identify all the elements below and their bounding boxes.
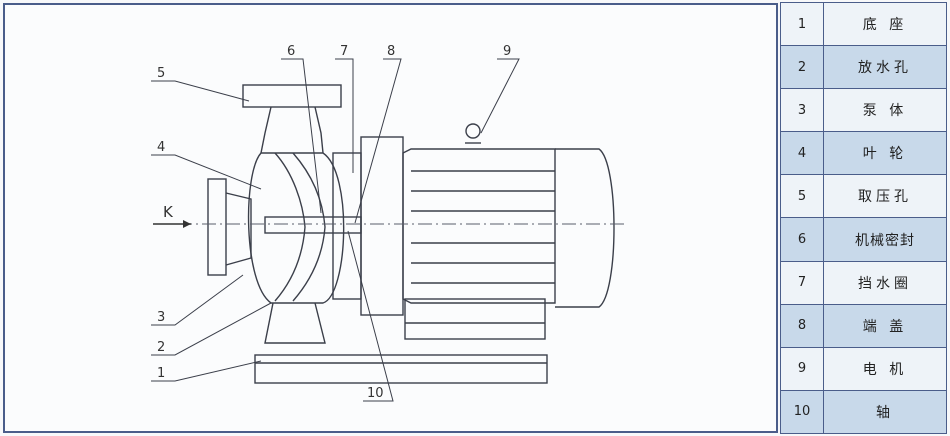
part-row: 2 放水孔 [780,45,947,90]
part-name: 端 盖 [823,303,947,348]
part-number: 6 [780,217,824,262]
base [254,354,548,384]
part-row: 5 取压孔 [780,174,947,219]
pump-drawing: K 1 2 3 4 5 6 7 8 9 10 [3,3,778,433]
part-name: 叶 轮 [823,131,947,176]
motor-mount [404,298,546,340]
part-row: 6 机械密封 [780,217,947,262]
part-number: 5 [780,174,824,219]
callout-8: 8 [387,44,395,59]
part-row: 10 轴 [780,389,947,435]
callouts: 1 2 3 4 5 6 7 8 9 10 [157,44,511,401]
callout-1: 1 [157,366,165,381]
part-name: 轴 [823,389,947,435]
callout-5: 5 [157,66,165,81]
motor [402,148,556,304]
part-name: 挡水圈 [823,260,947,305]
drawing-border [3,3,778,433]
part-number: 1 [780,1,824,47]
part-name: 放水孔 [823,45,947,90]
callout-9: 9 [503,44,511,59]
shaft [264,216,362,234]
callout-2: 2 [157,340,165,355]
part-name: 电 机 [823,346,947,391]
part-number: 3 [780,88,824,133]
parts-table: 1 底 座 2 放水孔 3 泵 体 4 叶 轮 5 取压孔 6 机械密封 [780,1,947,435]
part-name: 机械密封 [823,217,947,262]
flow-label: K [163,203,174,221]
part-name: 取压孔 [823,174,947,219]
part-row: 1 底 座 [780,1,947,47]
callout-10: 10 [367,386,384,401]
part-row: 3 泵 体 [780,88,947,133]
part-number: 10 [780,389,824,435]
flow-arrow: K [153,203,191,228]
callout-7: 7 [340,44,348,59]
leader-lines [151,58,520,402]
discharge-flange [242,84,342,108]
part-number: 4 [780,131,824,176]
part-name: 泵 体 [823,88,947,133]
callout-6: 6 [287,44,295,59]
callout-4: 4 [157,140,165,155]
impeller [274,152,306,302]
part-number: 2 [780,45,824,90]
volute [247,152,345,304]
part-row: 4 叶 轮 [780,131,947,176]
part-number: 8 [780,303,824,348]
callout-3: 3 [157,310,165,325]
pump-outline [207,84,615,384]
part-row: 9 电 机 [780,346,947,391]
part-name: 底 座 [823,1,947,47]
suction-flange [207,178,227,276]
part-number: 9 [780,346,824,391]
part-row: 7 挡水圈 [780,260,947,305]
part-number: 7 [780,260,824,305]
part-row: 8 端 盖 [780,303,947,348]
